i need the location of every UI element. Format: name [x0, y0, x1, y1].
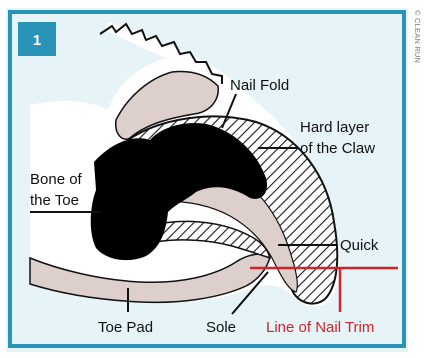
label-quick: Quick: [340, 237, 379, 254]
credit-watermark: © CLEAN RUN: [412, 10, 426, 90]
figure-number: 1: [33, 32, 41, 49]
label-nail-fold: Nail Fold: [230, 77, 289, 94]
label-hard-layer-1: Hard layer: [300, 119, 369, 136]
label-toe-pad: Toe Pad: [98, 319, 153, 336]
label-sole: Sole: [206, 319, 236, 336]
label-hard-layer-2: of the Claw: [300, 140, 375, 157]
label-nail-trim: Line of Nail Trim: [266, 319, 374, 336]
credit-text: © CLEAN RUN: [413, 10, 422, 63]
label-bone-1: Bone of: [30, 171, 83, 188]
label-bone-2: the Toe: [30, 192, 79, 209]
